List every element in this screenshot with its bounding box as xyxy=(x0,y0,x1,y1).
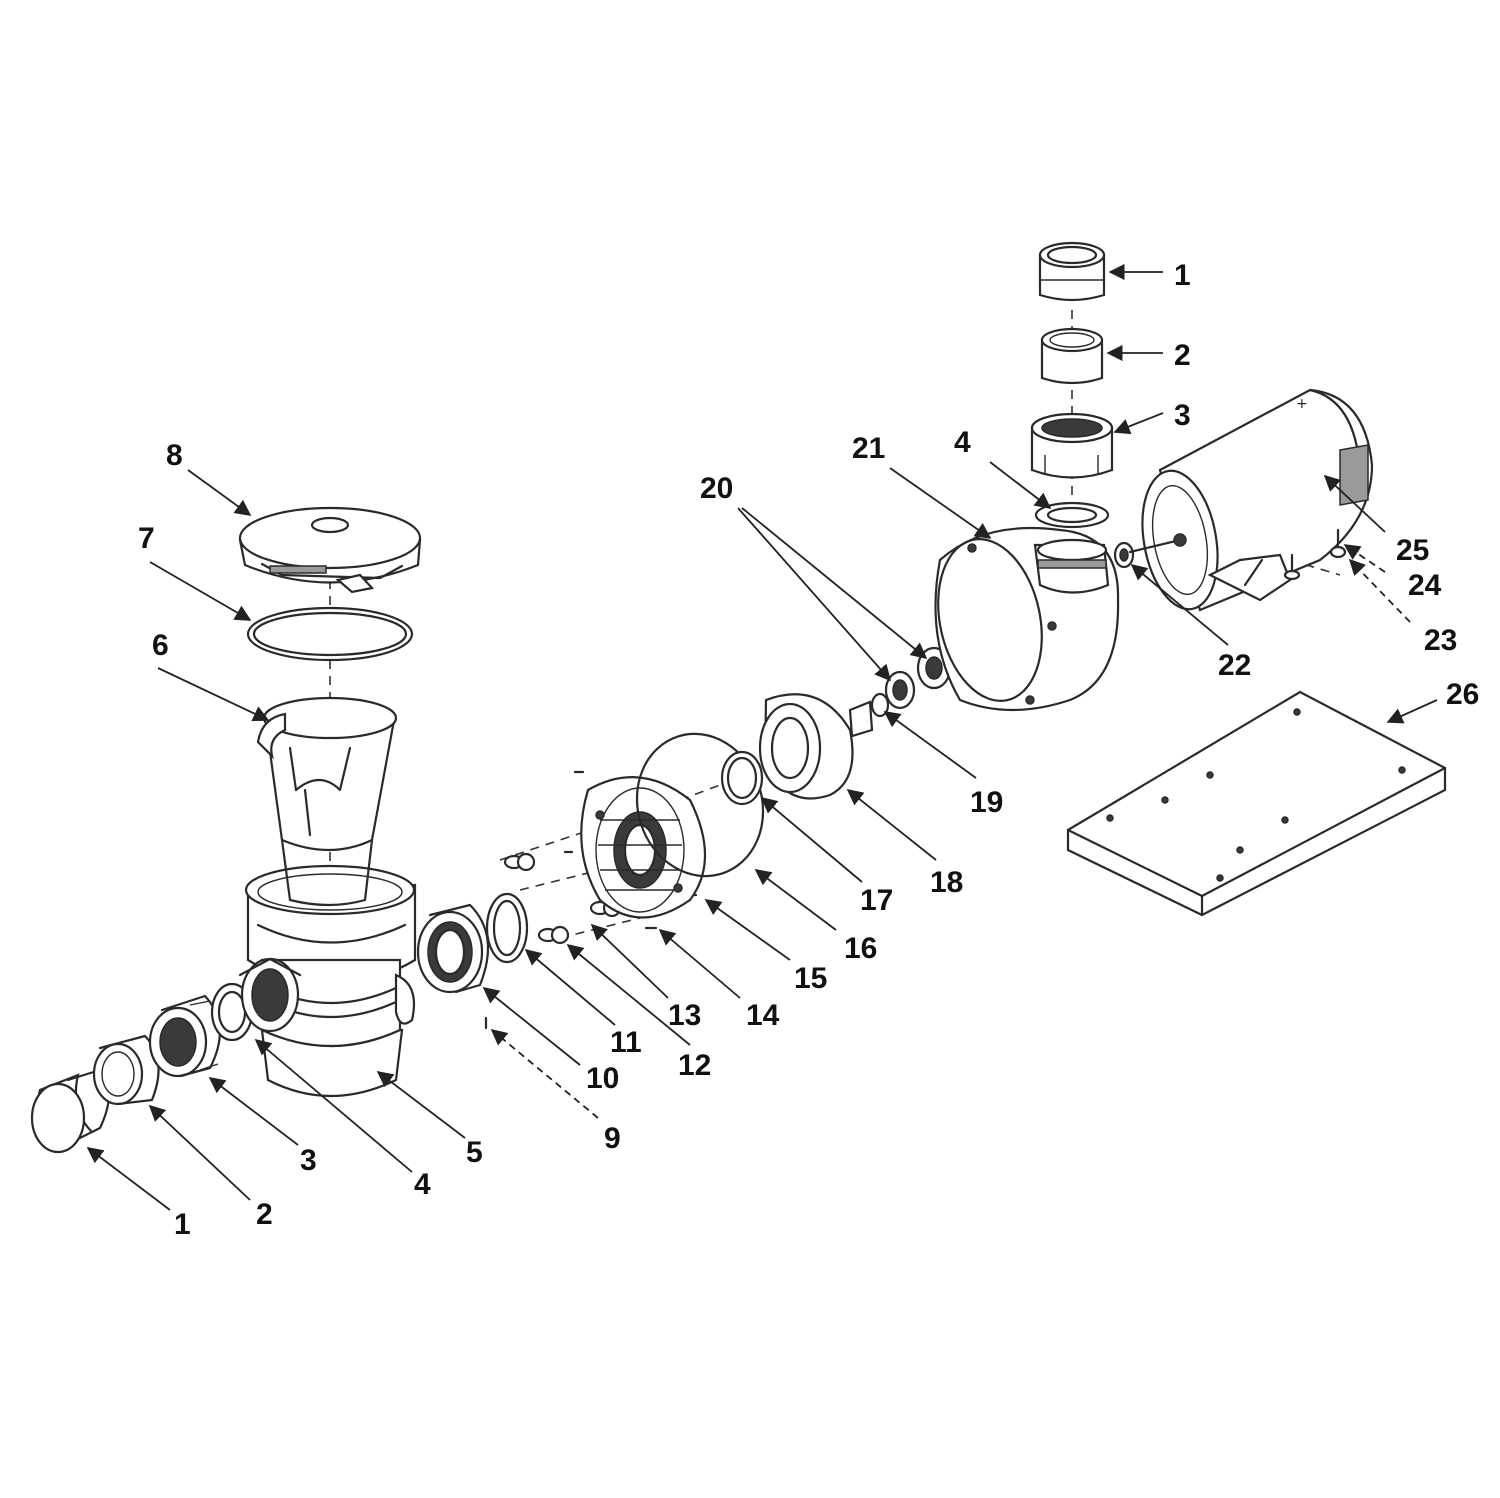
callout-19: 19 xyxy=(970,786,1003,819)
callout-22: 22 xyxy=(1218,649,1251,682)
callout-9: 9 xyxy=(604,1122,621,1155)
callout-6: 6 xyxy=(152,629,169,662)
union-nut-right xyxy=(1030,412,1114,479)
seal-plate xyxy=(580,776,706,919)
callout-1-upper: 1 xyxy=(1174,259,1191,292)
callout-25: 25 xyxy=(1396,534,1429,567)
callout-18: 18 xyxy=(930,866,963,899)
callout-24: 24 xyxy=(1408,569,1442,602)
o-ring-right xyxy=(1034,501,1110,529)
callout-4-lower: 4 xyxy=(414,1168,431,1201)
union-nut-center xyxy=(416,903,490,994)
base-plate xyxy=(1066,690,1447,917)
callout-5: 5 xyxy=(466,1136,483,1169)
callout-2-upper: 2 xyxy=(1174,339,1191,372)
callout-1-lower: 1 xyxy=(174,1208,191,1241)
callout-2-lower: 2 xyxy=(256,1198,273,1231)
callout-14: 14 xyxy=(746,999,780,1032)
pump-volute xyxy=(934,526,1120,712)
callout-8: 8 xyxy=(166,439,183,472)
strainer-housing xyxy=(238,864,417,1098)
callout-15: 15 xyxy=(794,962,827,995)
callout-4-upper: 4 xyxy=(954,426,971,459)
motor: + xyxy=(1128,388,1374,612)
leader-lines xyxy=(86,263,1438,1211)
callout-10: 10 xyxy=(586,1062,619,1095)
callout-21: 21 xyxy=(852,432,885,465)
union-nut-left xyxy=(148,994,221,1078)
tail-piece-left xyxy=(30,1068,110,1154)
shaft-seal xyxy=(870,646,952,718)
lid-o-ring xyxy=(246,606,414,662)
callout-26: 26 xyxy=(1446,678,1479,711)
callout-17: 17 xyxy=(860,884,893,917)
callout-16: 16 xyxy=(844,932,877,965)
union-sleeve-left xyxy=(92,1034,160,1106)
callout-3-lower: 3 xyxy=(300,1144,317,1177)
callout-11: 11 xyxy=(610,1026,642,1059)
strainer-lid xyxy=(238,506,422,594)
callout-12: 12 xyxy=(678,1049,711,1082)
svg-text:+: + xyxy=(1296,396,1308,412)
diffuser xyxy=(758,693,874,800)
callout-7: 7 xyxy=(138,522,155,555)
motor-mount-screws xyxy=(1283,528,1347,581)
callout-labels: 1 2 3 4 21 20 25 24 23 22 26 19 18 17 16… xyxy=(138,259,1479,1241)
callout-23: 23 xyxy=(1424,624,1457,657)
union-sleeve-right xyxy=(1040,327,1104,385)
callout-13: 13 xyxy=(668,999,701,1032)
callout-3-upper: 3 xyxy=(1174,399,1191,432)
o-ring-center xyxy=(485,892,529,964)
strainer-basket xyxy=(256,696,398,907)
slinger xyxy=(1113,541,1135,569)
callout-20: 20 xyxy=(700,472,733,505)
impeller-o-ring xyxy=(720,750,764,806)
tail-piece-right xyxy=(1038,241,1106,302)
